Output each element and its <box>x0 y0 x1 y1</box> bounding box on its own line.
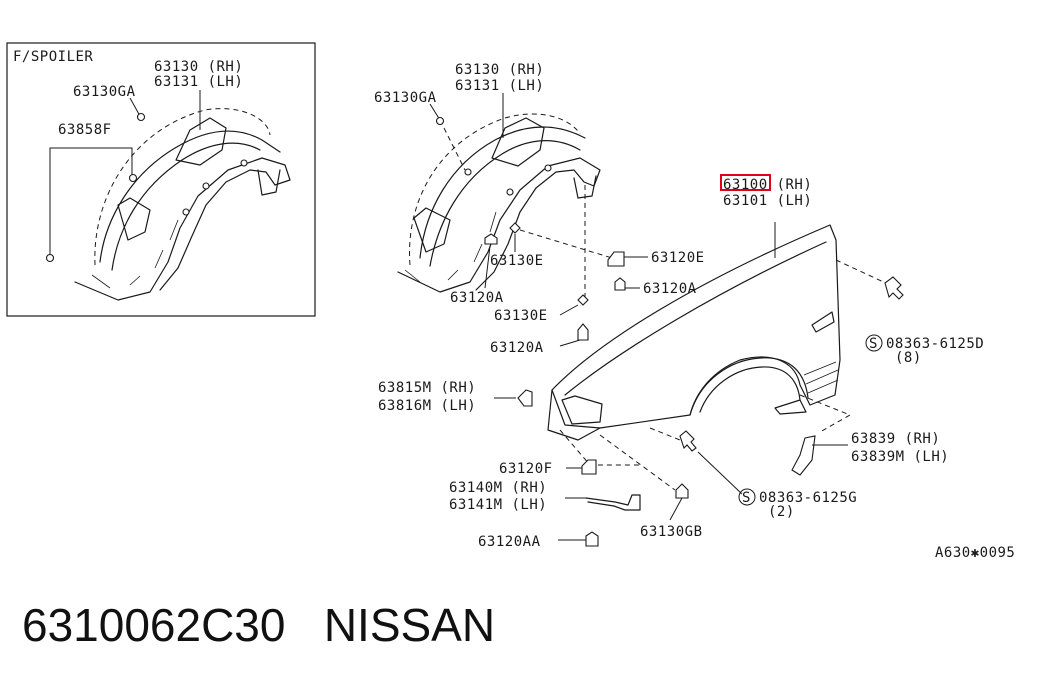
inset-frame <box>6 42 316 317</box>
label-63130e-b: 63130E <box>494 308 548 324</box>
label-63130gb: 63130GB <box>640 524 703 540</box>
bolt-08363-6125d <box>884 276 904 300</box>
inset-panel: F/SPOILER 63130 (RH) 63131 (LH) 63130GA … <box>6 42 316 317</box>
qty-08363-6125g: (2) <box>768 504 795 520</box>
screw-63120a-a <box>484 233 498 245</box>
inset-label-63130: 63130 (RH) <box>154 59 243 75</box>
mudguard-63839: 63839 (RH) 63839M (LH) <box>791 431 949 476</box>
label-63120a-a: 63120A <box>450 290 504 306</box>
label-63141m: 63141M (LH) <box>449 497 547 513</box>
part-number: 6310062C30 <box>22 599 286 651</box>
inset-screw-a <box>128 173 138 183</box>
clip-63130e-b <box>577 294 589 306</box>
inset-label-63858f: 63858F <box>58 122 112 138</box>
inset-clip-63130ga <box>136 112 146 122</box>
clip-63130e-a <box>509 222 521 234</box>
inset-screw-b <box>45 253 55 263</box>
part-footer: 6310062C30 NISSAN <box>22 598 495 652</box>
bolt-08363-6125g <box>679 430 697 452</box>
liner-fasteners: 63130E 63120A 63120E 63120A 63130E 63120… <box>450 185 705 356</box>
label-63130e-a: 63130E <box>490 253 544 269</box>
label-08363-6125d: 08363-6125D <box>886 336 984 352</box>
protector-63815m: 63815M (RH) 63816M (LH) <box>378 380 533 414</box>
label-63140m: 63140M (RH) <box>449 480 547 496</box>
label-63120aa: 63120AA <box>478 534 541 550</box>
s-symbol-g <box>738 488 756 506</box>
label-63816m: 63816M (LH) <box>378 398 476 414</box>
label-63120f: 63120F <box>499 461 553 477</box>
label-63839m: 63839M (LH) <box>851 449 949 465</box>
brand-name: NISSAN <box>323 599 496 651</box>
inset-title: F/SPOILER <box>13 49 93 65</box>
label-63130: 63130 (RH) <box>455 62 544 78</box>
bracket-63140m: 63140M (RH) 63141M (LH) <box>449 480 641 513</box>
inset-leader-63130ga <box>129 97 141 117</box>
nut-63120f: 63120F <box>499 459 597 477</box>
label-63100: 63100 (RH) <box>723 177 812 193</box>
label-63131: 63131 (LH) <box>455 78 544 94</box>
inset-label-63131: 63131 (LH) <box>154 74 243 90</box>
highlight-box-63100 <box>720 174 771 191</box>
label-63130ga: 63130GA <box>374 90 437 106</box>
clip-63130ga <box>435 116 445 126</box>
s-letter-d: S <box>869 336 878 352</box>
label-63101: 63101 (LH) <box>723 193 812 209</box>
nut-63120e <box>607 251 625 267</box>
bolt-63120a-c <box>577 323 589 341</box>
front-fender: 63100 (RH) 63101 (LH) <box>547 174 891 491</box>
label-08363-6125g: 08363-6125G <box>759 490 857 506</box>
inset-envelope <box>94 108 271 266</box>
clip-63130gb: 63130GB <box>640 483 703 540</box>
inset-fender-liner <box>45 112 291 301</box>
label-63120e: 63120E <box>651 250 705 266</box>
label-63815m: 63815M (RH) <box>378 380 476 396</box>
label-63120a-c: 63120A <box>490 340 544 356</box>
s-symbol-d <box>865 334 883 352</box>
fender-bolts-d: S 08363-6125D (8) <box>865 276 984 366</box>
fender-bolts-g: S 08363-6125G (2) <box>679 430 857 520</box>
bolt-63120a-b <box>614 277 626 291</box>
qty-08363-6125d: (8) <box>895 350 922 366</box>
s-letter-g: S <box>742 490 751 506</box>
fender-liner: 63130 (RH) 63131 (LH) 63130GA <box>374 62 601 293</box>
reference-code: A630✱0095 <box>935 545 1015 561</box>
label-63839: 63839 (RH) <box>851 431 940 447</box>
inset-bracket-63858f <box>49 147 133 255</box>
inset-label-63130ga: 63130GA <box>73 84 136 100</box>
label-63120a-b: 63120A <box>643 281 697 297</box>
bolt-63120aa: 63120AA <box>478 531 599 550</box>
